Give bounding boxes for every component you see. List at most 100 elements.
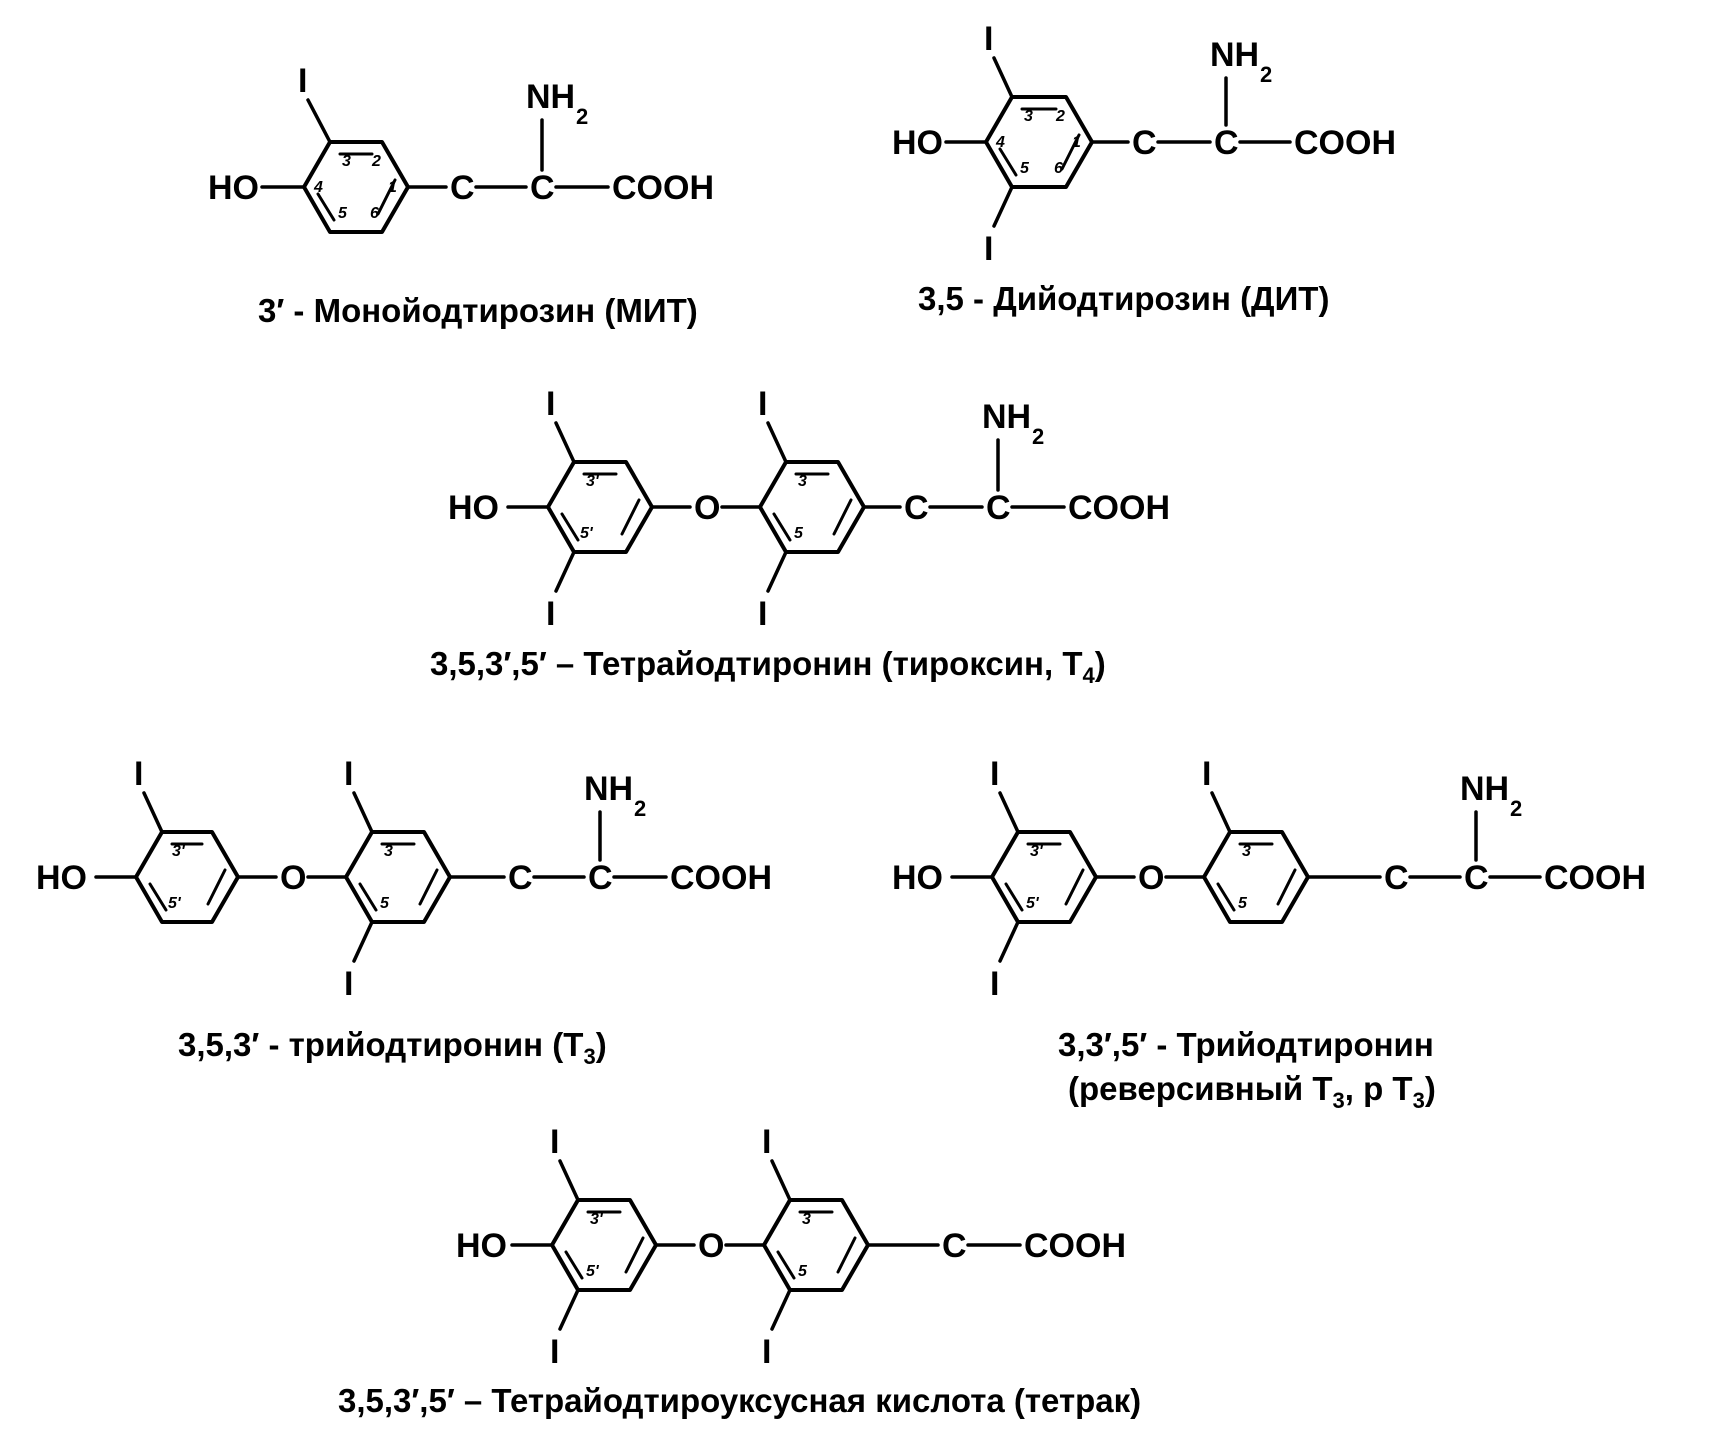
- iodine-tetrac-5p: I: [550, 1333, 559, 1371]
- hydroxyl-t3: HO: [36, 859, 87, 897]
- ring-label-5: 5: [338, 205, 348, 222]
- caption-rt3-line2: (реверсивный T3, р T3): [1068, 1070, 1436, 1113]
- ring-label-5p: 5': [580, 525, 594, 542]
- iodine-rt3-5p: I: [990, 965, 999, 1003]
- iodine-mit-3: I: [298, 62, 307, 100]
- ether-oxygen-t3: O: [280, 859, 306, 897]
- amine-subscript-t3: 2: [634, 796, 646, 821]
- structure-tetrac: I I HO O I I C COOH 3' 5' 3 5 3,5,3′,5′ …: [338, 1123, 1141, 1419]
- structure-t3: I HO O I I C C COOH NH 2 3' 5' 3 5 3,5,3…: [36, 755, 772, 1069]
- ether-oxygen-tetrac: O: [698, 1227, 724, 1265]
- structure-mit: I HO C C COOH NH 2 1 2 3 4 5 6 3′ - Моно…: [208, 62, 714, 329]
- ring-label-2: 2: [1055, 108, 1065, 125]
- iodine-t4-5: I: [758, 595, 767, 633]
- amine-subscript-rt3: 2: [1510, 796, 1522, 821]
- iodine-dit-5: I: [984, 230, 993, 268]
- hydroxyl-dit: HO: [892, 124, 943, 162]
- iodine-t3-5: I: [344, 965, 353, 1003]
- carbon-beta-t3: C: [508, 859, 533, 897]
- ring-label-5: 5: [1020, 160, 1030, 177]
- ring-label-3p: 3': [590, 1211, 604, 1228]
- carbon-tetrac: C: [942, 1227, 967, 1265]
- carbon-beta-rt3: C: [1384, 859, 1409, 897]
- hydroxyl-mit: HO: [208, 169, 259, 207]
- ring-label-6: 6: [370, 205, 379, 222]
- amine-t4: NH: [982, 398, 1031, 436]
- ring-label-3: 3: [802, 1211, 811, 1228]
- structure-dit: I I HO C C COOH NH 2 1 2 3 4 5 6 3,5 - Д…: [892, 20, 1396, 317]
- ring-label-1: 1: [1072, 134, 1081, 151]
- ring-tetrac-outer: [550, 1198, 658, 1292]
- ring-label-3: 3: [1024, 108, 1033, 125]
- ring-rt3-inner: [1202, 830, 1310, 924]
- ring-rt3-outer: [990, 830, 1098, 924]
- ring-label-6: 6: [1054, 160, 1063, 177]
- caption-dit: 3,5 - Дийодтирозин (ДИТ): [918, 280, 1329, 317]
- structure-rt3: I I HO O I C C COOH NH 2 3' 5' 3 5 3,3′,…: [892, 755, 1646, 1113]
- ring-label-3: 3: [342, 153, 351, 170]
- hydroxyl-tetrac: HO: [456, 1227, 507, 1265]
- iodine-tetrac-3: I: [762, 1123, 771, 1161]
- ring-label-4: 4: [995, 134, 1005, 151]
- ring-tetrac-inner: [762, 1198, 870, 1292]
- ring-label-3: 3: [384, 843, 393, 860]
- iodine-tetrac-5: I: [762, 1333, 771, 1371]
- carbon-alpha-mit: C: [530, 169, 555, 207]
- amine-rt3: NH: [1460, 770, 1509, 808]
- iodine-rt3-3p: I: [990, 755, 999, 793]
- ring-label-3p: 3': [1030, 843, 1044, 860]
- carboxyl-rt3: COOH: [1544, 859, 1646, 897]
- caption-tetrac: 3,5,3′,5′ – Тетрайодтироуксусная кислота…: [338, 1382, 1141, 1419]
- iodine-t3-3p: I: [134, 755, 143, 793]
- carbon-alpha-dit: C: [1214, 124, 1239, 162]
- ring-label-2: 2: [371, 153, 381, 170]
- ring-label-5: 5: [798, 1263, 808, 1280]
- ring-t4-outer: [546, 460, 654, 554]
- amine-subscript-t4: 2: [1032, 424, 1044, 449]
- carbon-alpha-rt3: C: [1464, 859, 1489, 897]
- ether-oxygen-t4: O: [694, 489, 720, 527]
- ring-label-3p: 3': [172, 843, 186, 860]
- ether-oxygen-rt3: O: [1138, 859, 1164, 897]
- ring-label-1: 1: [388, 179, 397, 196]
- ring-t3-outer: [134, 830, 240, 924]
- ring-label-5p: 5': [586, 1263, 600, 1280]
- iodine-rt3-3: I: [1202, 755, 1211, 793]
- hydroxyl-t4: HO: [448, 489, 499, 527]
- iodine-t4-5p: I: [546, 595, 555, 633]
- amine-dit: NH: [1210, 36, 1259, 74]
- caption-t4: 3,5,3′,5′ – Тетрайодтиронин (тироксин, T…: [430, 645, 1106, 688]
- ring-t4-inner: [758, 460, 866, 554]
- carbon-beta-dit: C: [1132, 124, 1157, 162]
- carboxyl-dit: COOH: [1294, 124, 1396, 162]
- ring-label-3: 3: [798, 473, 807, 490]
- carbon-beta-mit: C: [450, 169, 475, 207]
- iodine-tetrac-3p: I: [550, 1123, 559, 1161]
- amine-subscript-mit: 2: [576, 104, 588, 129]
- ring-label-5: 5: [794, 525, 804, 542]
- hydroxyl-rt3: HO: [892, 859, 943, 897]
- amine-subscript-dit: 2: [1260, 62, 1272, 87]
- amine-t3: NH: [584, 770, 633, 808]
- ring-label-5p: 5': [1026, 895, 1040, 912]
- carboxyl-mit: COOH: [612, 169, 714, 207]
- ring-label-4: 4: [313, 179, 323, 196]
- carbon-alpha-t3: C: [588, 859, 613, 897]
- caption-rt3-line1: 3,3′,5′ - Трийодтиронин: [1058, 1026, 1434, 1063]
- caption-t3: 3,5,3′ - трийодтиронин (T3): [178, 1026, 607, 1069]
- carboxyl-t4: COOH: [1068, 489, 1170, 527]
- ring-label-5: 5: [1238, 895, 1248, 912]
- carboxyl-tetrac: COOH: [1024, 1227, 1126, 1265]
- iodine-dit-3: I: [984, 20, 993, 58]
- carboxyl-t3: COOH: [670, 859, 772, 897]
- carbon-alpha-t4: C: [986, 489, 1011, 527]
- ring-t3-inner: [344, 830, 452, 924]
- ring-label-3: 3: [1242, 843, 1251, 860]
- ring-label-5p: 5': [168, 895, 182, 912]
- structure-t4: I I HO O I I C C COOH NH 2 3' 5' 3 5 3,5…: [430, 385, 1170, 688]
- caption-mit: 3′ - Монойодтирозин (МИТ): [258, 292, 698, 329]
- ring-label-5: 5: [380, 895, 390, 912]
- carbon-beta-t4: C: [904, 489, 929, 527]
- amine-mit: NH: [526, 78, 575, 116]
